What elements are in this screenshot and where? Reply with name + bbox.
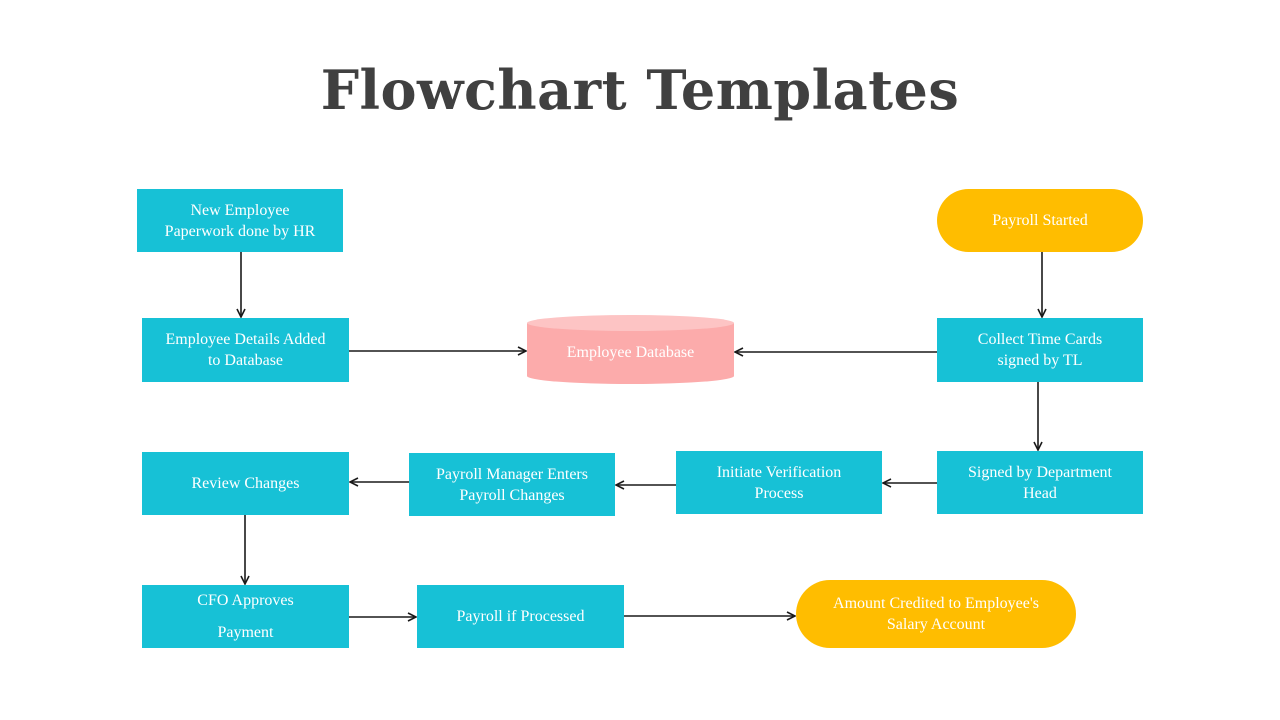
node-label: CFO Approves Payment bbox=[197, 591, 294, 641]
node-label: Payroll Manager Enters Payroll Changes bbox=[436, 465, 588, 504]
node-payroll-started: Payroll Started bbox=[937, 189, 1143, 252]
node-employee-details-added: Employee Details Added to Database bbox=[142, 318, 349, 382]
page-title: Flowchart Templates bbox=[320, 58, 960, 122]
node-cfo-approves: CFO Approves Payment bbox=[142, 585, 349, 648]
node-initiate-verification: Initiate Verification Process bbox=[676, 451, 882, 514]
node-label: Review Changes bbox=[191, 475, 300, 492]
node-label: New Employee Paperwork done by HR bbox=[164, 201, 316, 240]
node-label: Payroll Started bbox=[992, 212, 1088, 229]
node-review-changes: Review Changes bbox=[142, 452, 349, 515]
node-payroll-processed: Payroll if Processed bbox=[417, 585, 624, 648]
node-label: Amount Credited to Employee's Salary Acc… bbox=[833, 595, 1039, 633]
node-signed-by-department-head: Signed by Department Head bbox=[937, 451, 1143, 514]
employee-database-label: Employee Database bbox=[566, 344, 695, 361]
node-label: Signed by Department Head bbox=[968, 463, 1112, 502]
database-cylinder bbox=[527, 315, 734, 384]
node-label: Employee Details Added to Database bbox=[165, 331, 326, 369]
node-label: Payroll if Processed bbox=[456, 608, 585, 625]
node-label: Initiate Verification Process bbox=[716, 463, 842, 502]
node-collect-time-cards: Collect Time Cards signed by TL bbox=[937, 318, 1143, 382]
node-new-employee-paperwork: New Employee Paperwork done by HR bbox=[137, 189, 343, 252]
node-label: Collect Time Cards signed by TL bbox=[977, 331, 1103, 369]
node-payroll-manager-enters: Payroll Manager Enters Payroll Changes bbox=[409, 453, 615, 516]
node-amount-credited: Amount Credited to Employee's Salary Acc… bbox=[796, 580, 1076, 648]
